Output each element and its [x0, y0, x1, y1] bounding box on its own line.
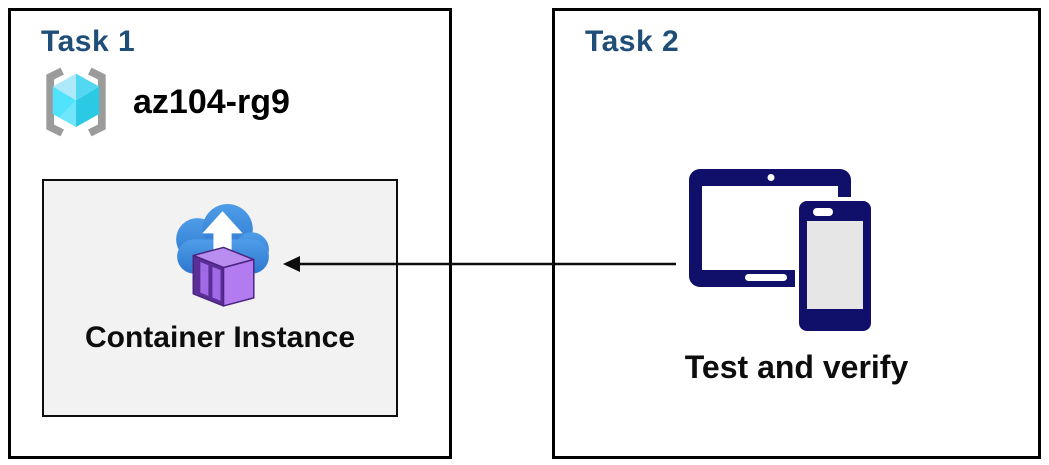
devices-icon	[689, 169, 875, 335]
test-and-verify-label: Test and verify	[684, 349, 909, 385]
task1-panel: Task 1 az104-rg9	[8, 8, 452, 459]
task2-panel: Task 2 Test and verify	[552, 8, 1041, 459]
container-instance-box: Container Instance	[42, 179, 398, 417]
container-instance-icon	[176, 204, 269, 307]
task2-title: Task 2	[585, 25, 680, 58]
task1-title: Task 1	[41, 25, 136, 58]
resource-group-icon	[46, 67, 106, 137]
resource-group-name: az104-rg9	[133, 82, 290, 121]
container-instance-label: Container Instance	[84, 321, 356, 354]
devices-wrap	[683, 167, 881, 337]
resource-group-row: az104-rg9	[33, 65, 290, 139]
